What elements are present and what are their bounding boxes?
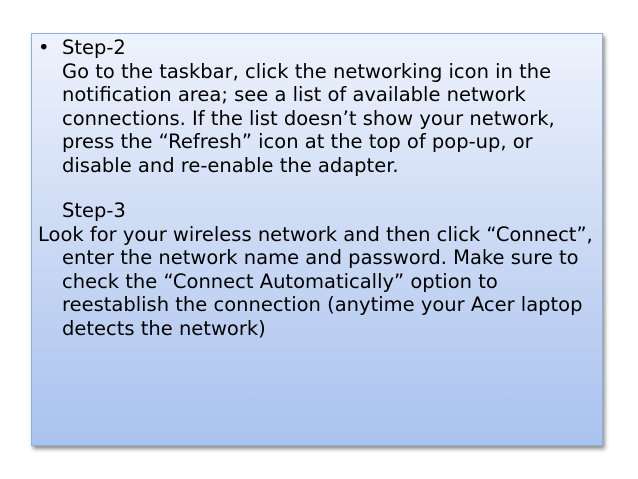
step3-text: Look for your wireless network and then … — [38, 222, 593, 340]
step2-text: Go to the taskbar, click the networking … — [62, 59, 555, 177]
step2-label: Step-2 — [62, 36, 126, 59]
step3-label: Step-3 — [62, 199, 126, 222]
step2-heading: • Step-2 — [38, 36, 596, 60]
content-textbox: • Step-2 Go to the taskbar, click the ne… — [31, 33, 603, 446]
bullet-icon: • — [38, 36, 50, 59]
paragraph-spacer — [38, 177, 596, 199]
